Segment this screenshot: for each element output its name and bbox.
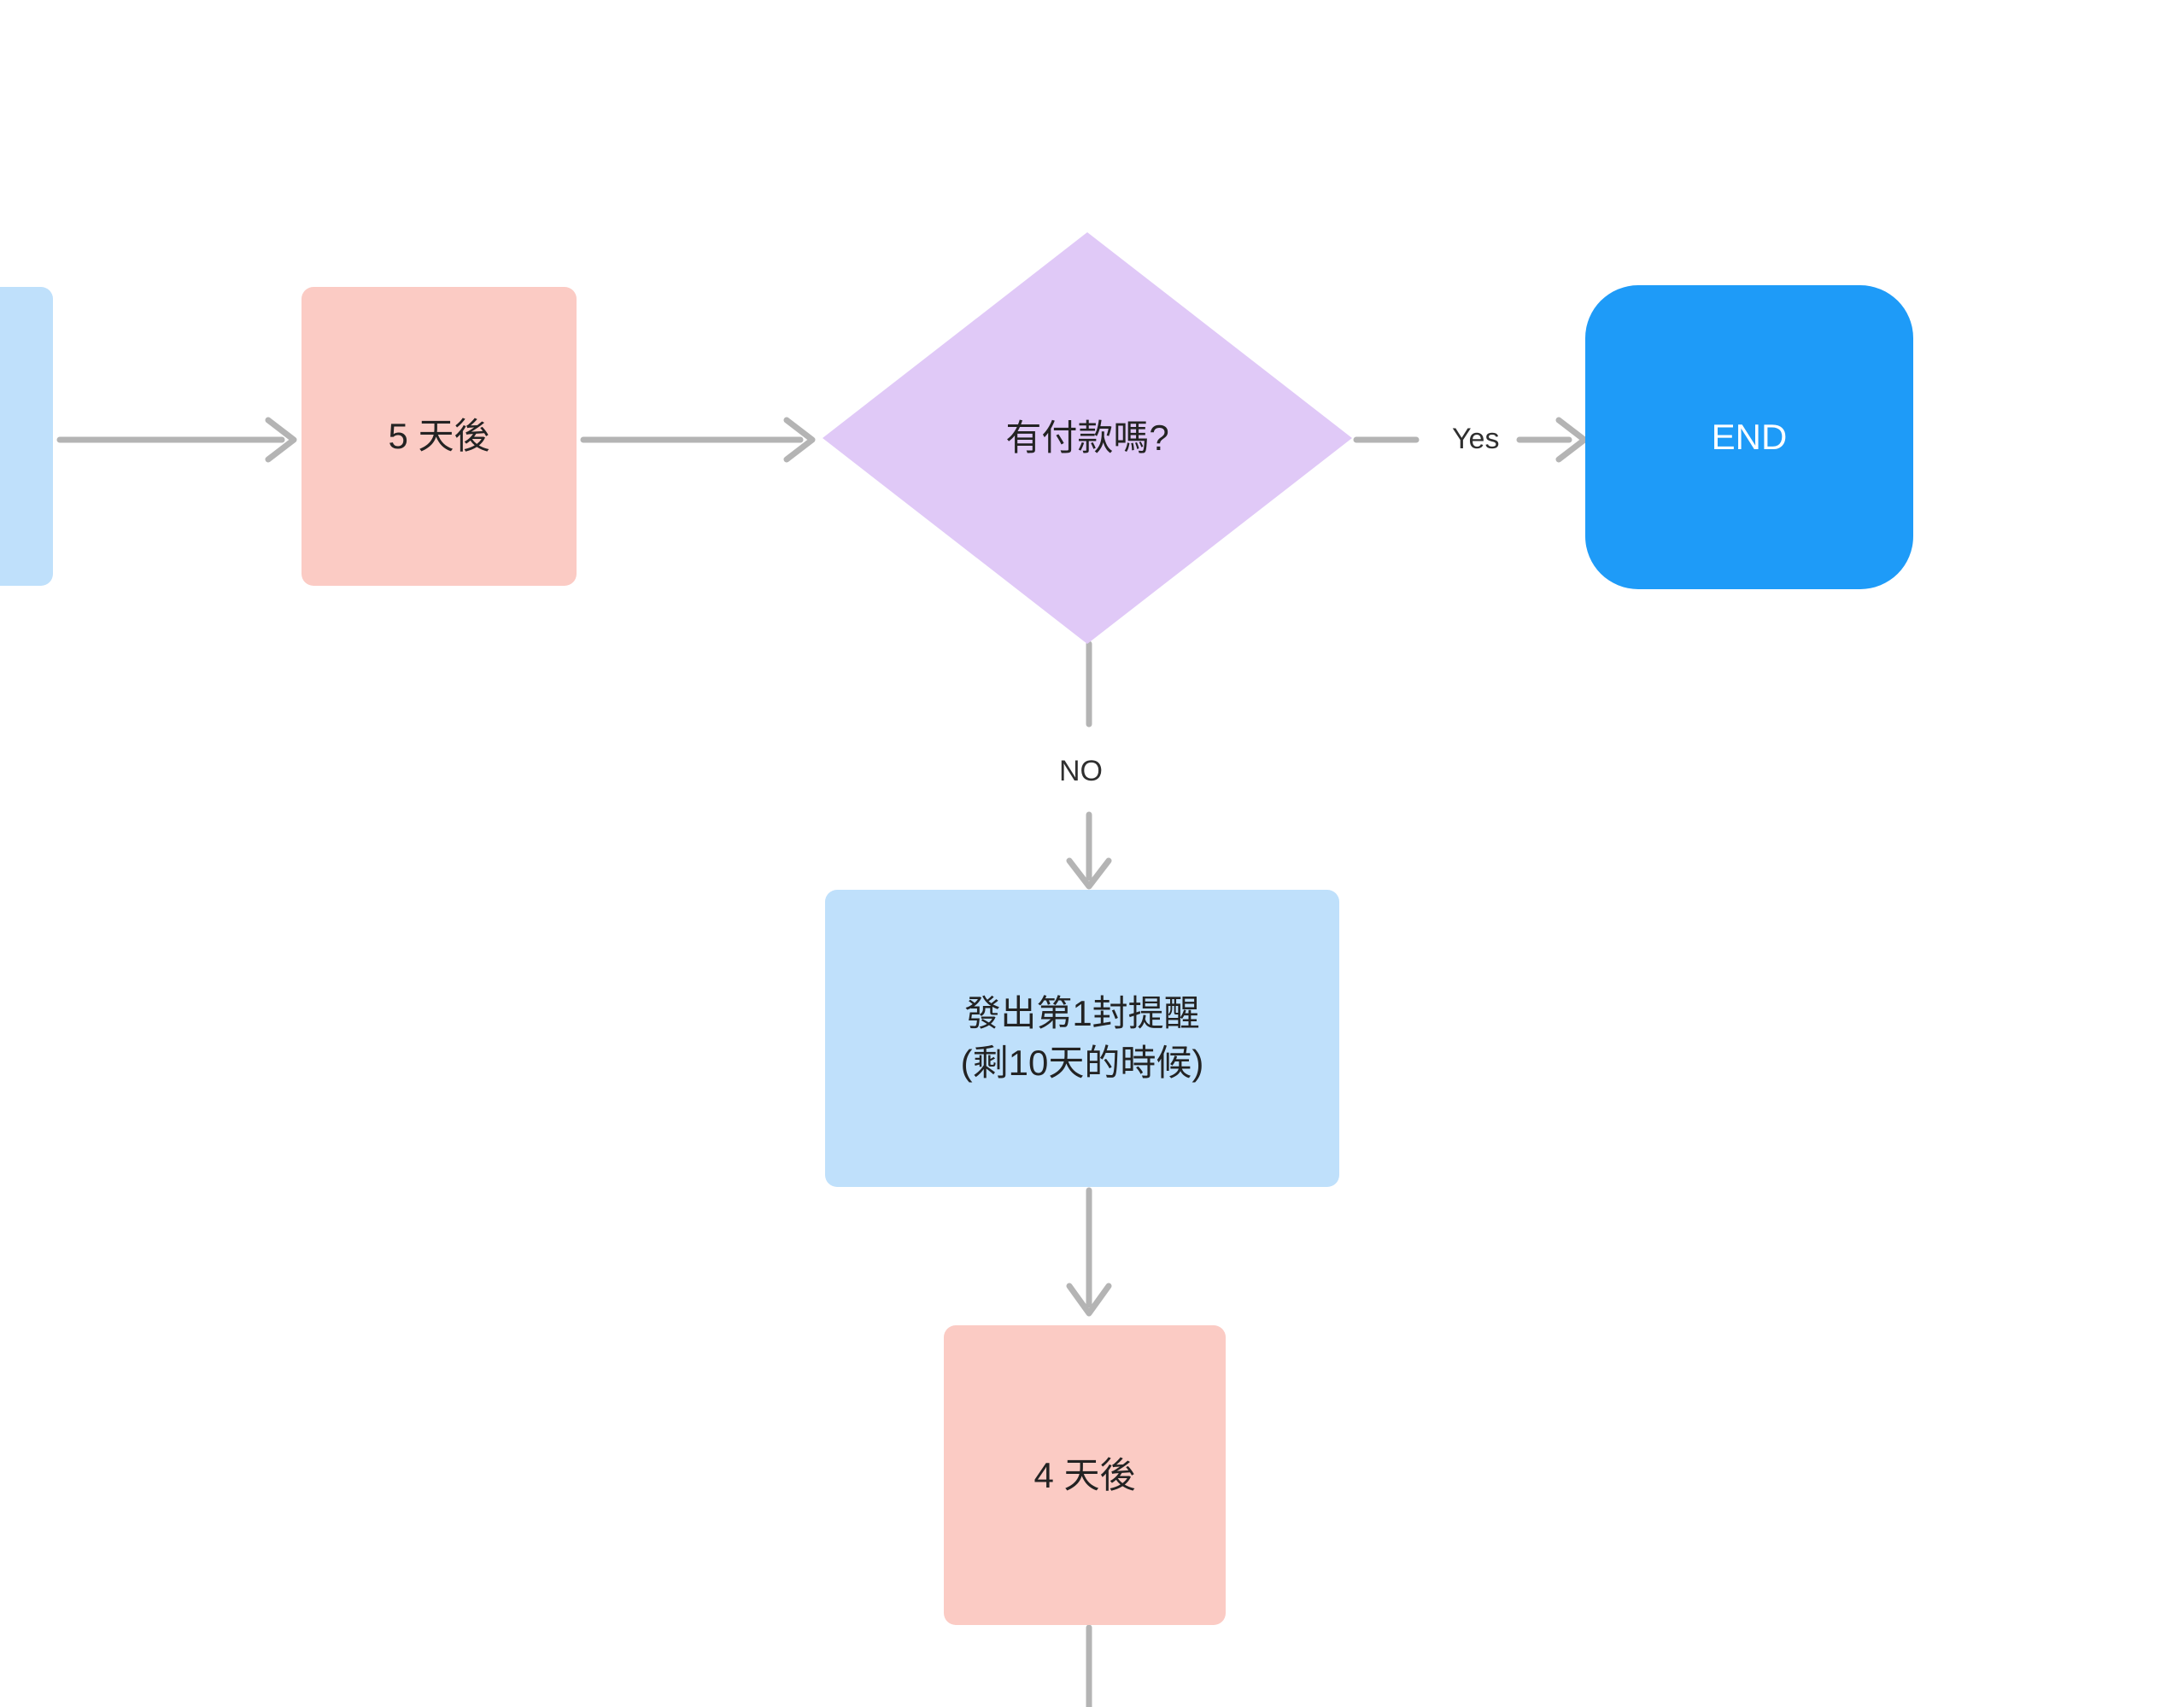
edge-decision-to-reminder-stub [1059, 639, 1119, 733]
node-wait-5-days-label: 5 天後 [388, 416, 490, 457]
node-send-first-reminder[interactable]: 發出第1封提醒 (剩10天的時候) [825, 890, 1339, 1187]
edge-reminder-to-wait4 [1059, 1185, 1119, 1330]
edge-label-yes: Yes [1452, 423, 1500, 455]
node-send-first-reminder-label: 發出第1封提醒 (剩10天的時候) [960, 993, 1204, 1083]
node-payment-decision-label: 有付款嗎? [1005, 418, 1169, 459]
node-end-terminator-label: END [1711, 417, 1788, 458]
node-upstream-blue-step[interactable] [0, 287, 53, 586]
node-payment-decision[interactable]: 有付款嗎? [823, 232, 1352, 644]
edge-wait5-to-decision [577, 410, 833, 470]
edge-decision-to-end-stub [1351, 410, 1437, 470]
edge-label-no: NO [1059, 755, 1103, 787]
edge-upstream-to-wait5 [53, 410, 309, 470]
edge-decision-to-reminder-head [1059, 811, 1119, 897]
node-wait-4-days[interactable]: 4 天後 [944, 1325, 1226, 1625]
node-wait-4-days-label: 4 天後 [1033, 1454, 1136, 1495]
node-end-terminator[interactable]: END [1585, 285, 1913, 589]
edge-wait4-downstream [1059, 1622, 1119, 1707]
node-wait-5-days[interactable]: 5 天後 [302, 287, 577, 586]
